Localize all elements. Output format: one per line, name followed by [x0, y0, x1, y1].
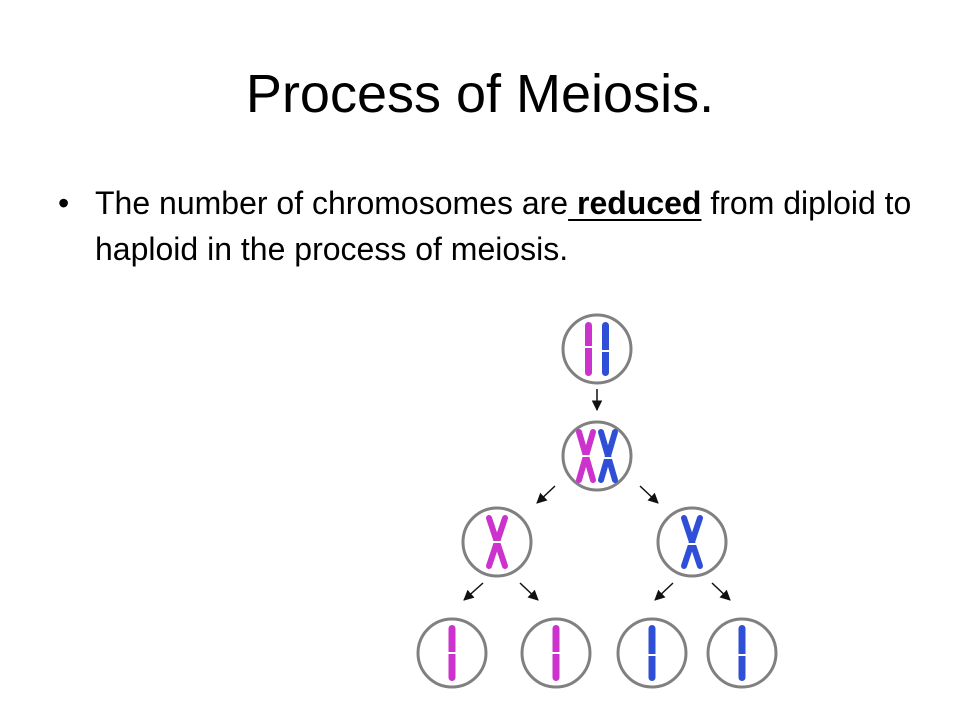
chromosome-paternal-replicated [681, 515, 703, 569]
arrow-down-right [711, 582, 731, 601]
parent-cell [561, 313, 633, 385]
bullet-text-before: The number of chromosomes are [95, 185, 569, 221]
arrow-down-left [654, 582, 674, 601]
chromosome-paternal-replicated [598, 429, 618, 483]
bullet-dot: • [58, 185, 70, 221]
bullet-emphasis-reduced: reduced [576, 185, 702, 221]
chromosome-maternal-replicated [576, 429, 596, 483]
replicated-cell [561, 420, 633, 492]
chromosome-maternal-replicated [486, 515, 508, 569]
chromosome-paternal [601, 322, 610, 376]
arrow-down-right [519, 582, 539, 601]
slide-title: Process of Meiosis. [245, 64, 715, 124]
gamete-maternal-2 [520, 617, 592, 689]
arrow-left [536, 485, 556, 504]
gamete-paternal-2 [706, 617, 778, 689]
gamete-maternal-1 [416, 617, 488, 689]
bullet-text-after: from diploid to haploid in the process o… [95, 185, 912, 267]
bullet-item: • The number of chromosomes are reduced … [58, 180, 918, 272]
daughter-cell-maternal [461, 506, 533, 578]
daughter-cell-paternal [656, 506, 728, 578]
chromosome-maternal [584, 322, 593, 376]
bullet-list: • The number of chromosomes are reduced … [58, 180, 918, 272]
gamete-paternal-1 [616, 617, 688, 689]
arrow-down-left [463, 582, 484, 601]
arrow-right [639, 485, 659, 504]
